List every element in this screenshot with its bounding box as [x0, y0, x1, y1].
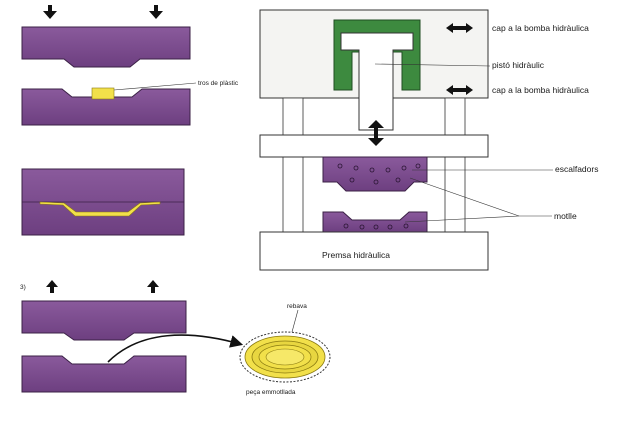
plastic-piece [91, 87, 115, 100]
up-arrow-icon [46, 280, 58, 293]
mold-label: motlle [554, 211, 577, 221]
press-label: Premsa hidràulica [322, 250, 390, 260]
flash-label: rebava [287, 303, 307, 310]
upper-mold-half [21, 26, 191, 68]
press-group: Premsa hidràulica cap a la bomba hidràul… [259, 9, 598, 271]
step3-group: 3) rebava peça emmotllada [20, 280, 331, 396]
step2-group [21, 168, 185, 236]
double-arrow-icon [446, 23, 473, 33]
step1-group: tros de plàstic [21, 5, 239, 126]
lower-mold-half [21, 88, 191, 126]
piston-label: pistó hidràulic [492, 60, 545, 70]
pump-outlet-top-label: cap a la bomba hidràulica [492, 23, 589, 33]
formed-plastic [39, 201, 161, 217]
heaters-lower [343, 223, 409, 230]
curved-arrow-icon [107, 334, 244, 363]
double-arrow-icon [446, 85, 473, 95]
pump-outlet-bottom-label: cap a la bomba hidràulica [492, 85, 589, 95]
plastic-piece-label: tros de plàstic [198, 80, 239, 87]
hydraulic-piston [340, 32, 414, 131]
molded-part [239, 331, 331, 383]
upper-mold-half-open [21, 300, 187, 341]
press-base [259, 231, 489, 271]
up-arrow-icon [147, 280, 159, 293]
molded-part-label: peça emmotllada [246, 389, 296, 396]
down-arrow-icon [149, 5, 163, 19]
double-arrow-icon [368, 120, 384, 146]
step3-label: 3) [20, 284, 26, 291]
heaters-label: escalfadors [555, 164, 598, 174]
heaters-upper [337, 163, 421, 185]
press-upper-mold [322, 156, 428, 192]
lower-mold-half-open [21, 355, 187, 393]
down-arrow-icon [43, 5, 57, 19]
